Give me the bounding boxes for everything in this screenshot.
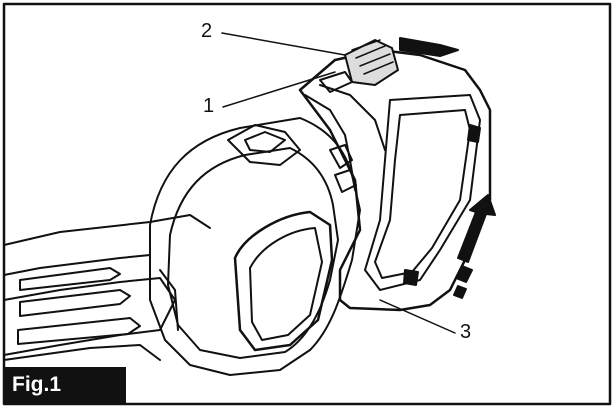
- callout-1: 1: [203, 95, 215, 117]
- callout-2-leader: [221, 32, 346, 56]
- frame-border: [2, 2, 612, 406]
- callout-1-leader: [222, 71, 336, 108]
- callout-3-leader: [379, 299, 456, 334]
- callout-3: 3: [460, 321, 472, 343]
- insert-direction-arrow: [453, 194, 496, 299]
- tool-housing: [149, 117, 361, 376]
- slide-direction-arrow: [399, 37, 459, 57]
- battery-pack: [298, 48, 492, 312]
- figure-label: Fig.1: [4, 367, 126, 403]
- tool-handle: [3, 214, 211, 361]
- callout-2: 2: [201, 20, 213, 42]
- battery-release-button: [319, 39, 399, 93]
